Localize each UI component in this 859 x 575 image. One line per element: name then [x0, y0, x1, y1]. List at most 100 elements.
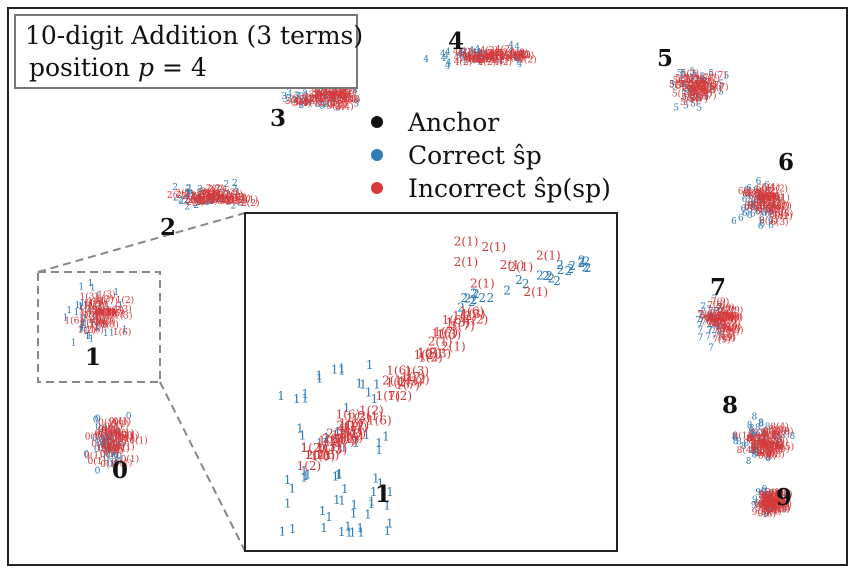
correct-token: 9 — [767, 493, 773, 503]
incorrect-token: 2(1) — [199, 196, 217, 207]
inset-correct-token: 2 — [565, 264, 573, 278]
incorrect-token: 8(7) — [759, 440, 777, 451]
correct-token: 4 — [460, 51, 466, 61]
incorrect-token: 2(1) — [182, 191, 200, 202]
correct-token: 2 — [218, 195, 224, 205]
correct-token: 4 — [479, 50, 485, 60]
correct-token: 3 — [324, 100, 330, 110]
correct-token: 8 — [751, 443, 757, 453]
correct-token: 8 — [733, 433, 739, 443]
inset-incorrect-token: 1(7) — [395, 378, 420, 392]
incorrect-token: 1(7) — [97, 317, 115, 328]
incorrect-token: 4(2) — [490, 50, 508, 61]
correct-token: 2 — [193, 201, 199, 211]
incorrect-token: 2(2) — [201, 187, 219, 198]
correct-token: 1 — [78, 303, 84, 313]
correct-token: 6 — [760, 219, 766, 229]
correct-token: 3 — [331, 87, 337, 97]
correct-token: 8 — [755, 431, 761, 441]
correct-token: 3 — [353, 99, 359, 109]
correct-token: 2 — [209, 196, 215, 206]
incorrect-token: 9(9) — [754, 500, 772, 511]
correct-token: 2 — [179, 197, 185, 207]
correct-token: 3 — [320, 91, 326, 101]
inset-incorrect-token: 1(2) — [414, 348, 439, 362]
incorrect-token: 0(1) — [109, 434, 127, 445]
inset-correct-token: 1 — [296, 421, 304, 435]
incorrect-token: 9(1) — [766, 490, 784, 501]
incorrect-token: 9(1) — [760, 496, 778, 507]
correct-token: 6 — [747, 205, 753, 215]
correct-token: 3 — [323, 91, 329, 101]
incorrect-token: 2(2) — [191, 195, 209, 206]
correct-token: 6 — [742, 195, 748, 205]
correct-token: 7 — [720, 324, 726, 334]
correct-token: 9 — [782, 506, 788, 516]
inset-correct-token: 1 — [340, 441, 348, 455]
correct-token: 4 — [513, 53, 519, 63]
correct-token: 1 — [122, 326, 128, 336]
incorrect-token: 0(1) — [98, 443, 116, 454]
correct-token: 6 — [757, 188, 763, 198]
correct-token: 1 — [89, 334, 95, 344]
incorrect-token: 1(6) — [95, 308, 113, 319]
incorrect-token: 5(7) — [680, 97, 698, 108]
correct-token: 3 — [302, 90, 308, 100]
correct-token: 0 — [92, 434, 98, 444]
correct-token: 0 — [107, 460, 113, 470]
correct-token: 5 — [692, 72, 698, 82]
correct-token: 9 — [762, 500, 768, 510]
incorrect-token: 6(7) — [757, 193, 775, 204]
incorrect-token: 5(7) — [710, 82, 728, 93]
incorrect-token: 2(1) — [205, 191, 223, 202]
correct-token: 5 — [702, 78, 708, 88]
inset-correct-token: 1 — [356, 377, 364, 391]
incorrect-token: 7(9) — [718, 316, 736, 327]
correct-token: 9 — [763, 509, 769, 519]
incorrect-token: 2(1) — [197, 195, 215, 206]
inset-correct-token: 1 — [302, 469, 310, 483]
incorrect-token: 9(1) — [765, 487, 783, 498]
correct-token: 2 — [199, 191, 205, 201]
anchor-label-8: 8 — [722, 392, 738, 419]
correct-token: 8 — [760, 439, 766, 449]
correct-token: 3 — [319, 102, 325, 112]
legend-incorrect-marker — [371, 182, 383, 194]
incorrect-token: 0(1) — [101, 437, 119, 448]
correct-token: 3 — [337, 90, 343, 100]
correct-token: 2 — [225, 190, 231, 200]
incorrect-token: 0(1) — [108, 429, 126, 440]
incorrect-token: 2(1) — [225, 189, 243, 200]
correct-token: 0 — [113, 460, 119, 470]
correct-token: 5 — [718, 80, 724, 90]
correct-token: 7 — [698, 326, 704, 336]
correct-token: 8 — [752, 446, 758, 456]
incorrect-token: 9(4) — [758, 499, 776, 510]
inset-panel — [244, 212, 618, 552]
incorrect-token: 1(2) — [116, 295, 134, 306]
inset-correct-token: 1 — [365, 385, 373, 399]
incorrect-token: 1(3) — [95, 294, 113, 305]
incorrect-token: 6(7) — [767, 198, 785, 209]
incorrect-token: 9(3) — [758, 509, 776, 520]
incorrect-token: 1(6) — [113, 327, 131, 338]
incorrect-token: 0(1) — [129, 436, 147, 447]
incorrect-token: 4(2) — [454, 52, 472, 63]
incorrect-token: 2(2) — [186, 197, 204, 208]
correct-token: 4 — [446, 58, 452, 68]
incorrect-token: 5(7) — [676, 81, 694, 92]
incorrect-token: 8(5) — [766, 440, 784, 451]
incorrect-token: 1(7) — [89, 320, 107, 331]
correct-token: 7 — [709, 315, 715, 325]
legend-correct-label: Correct ŝp — [408, 141, 542, 170]
incorrect-token: 6(3) — [770, 217, 788, 228]
incorrect-token: 1(6) — [99, 309, 117, 320]
incorrect-token: 2(2) — [193, 193, 211, 204]
correct-token: 4 — [475, 45, 481, 55]
inset-incorrect-token: 1(3) — [316, 440, 341, 454]
incorrect-token: 5(7) — [695, 82, 713, 93]
correct-token: 7 — [706, 306, 712, 316]
inset-incorrect-token: 2(1) — [333, 432, 358, 446]
correct-token: 4 — [461, 56, 467, 66]
